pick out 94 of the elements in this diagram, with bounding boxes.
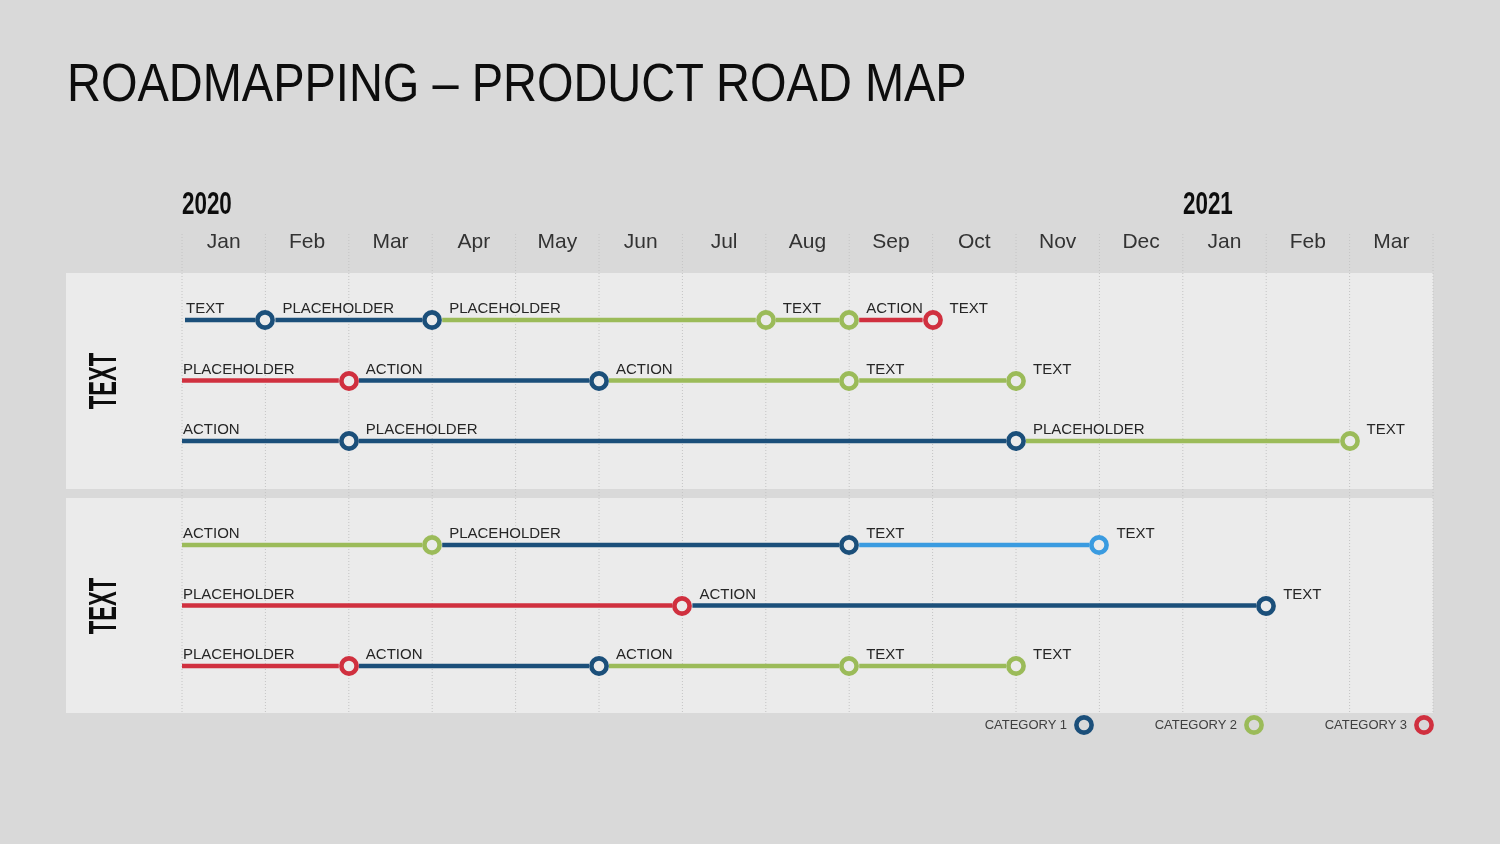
milestone-marker	[1256, 595, 1277, 616]
legend-label: CATEGORY 3	[1324, 717, 1407, 732]
milestone-label: TEXT	[1033, 645, 1072, 662]
band-heading: TEXT	[86, 352, 120, 410]
segment-label: PLACEHOLDER	[183, 584, 295, 602]
milestone-label: PLACEHOLDER	[365, 420, 478, 437]
milestone-marker	[589, 656, 609, 676]
timeline-segment	[358, 438, 1006, 444]
month-label: Nov	[1039, 229, 1077, 253]
month-label: Feb	[1289, 229, 1326, 253]
timeline-segment	[442, 542, 840, 548]
month-label: Jan	[1207, 229, 1242, 253]
milestone-label: PLACEHOLDER	[1033, 420, 1145, 437]
milestone-marker	[1006, 656, 1026, 676]
timeline-segment	[182, 603, 673, 608]
month-label: Mar	[372, 229, 409, 253]
legend-label: CATEGORY 2	[1154, 717, 1237, 732]
milestone-label: TEXT	[866, 645, 905, 662]
milestone-marker	[589, 370, 609, 391]
month-label: Apr	[457, 229, 491, 253]
timeline-segment	[859, 542, 1090, 548]
milestone-label: ACTION	[365, 359, 423, 377]
timeline-segment	[859, 317, 923, 323]
timeline-segment	[185, 317, 256, 323]
month-label: Sep	[872, 229, 910, 253]
milestone-marker	[839, 370, 860, 391]
milestone-label: ACTION	[616, 645, 673, 662]
milestone-marker	[1006, 370, 1026, 391]
month-label: Jan	[206, 229, 241, 253]
milestone-marker	[755, 310, 776, 330]
milestone-marker	[839, 656, 860, 676]
timeline-segment	[182, 542, 423, 548]
milestone-label: TEXT	[949, 299, 988, 316]
milestone-marker	[1089, 535, 1110, 555]
year-label: 2021	[1182, 187, 1233, 219]
timeline-segment	[859, 663, 1006, 669]
milestone-marker	[338, 656, 359, 676]
milestone-marker	[422, 310, 443, 330]
milestone-label: TEXT	[866, 524, 905, 541]
timeline-segment	[358, 378, 589, 383]
year-label: 2020	[182, 187, 232, 219]
milestone-marker	[672, 595, 693, 616]
timeline-segment	[182, 438, 339, 444]
milestone-marker	[338, 431, 359, 451]
band-heading: TEXT	[86, 577, 120, 634]
milestone-marker	[1006, 431, 1026, 451]
timeline-segment	[609, 663, 840, 669]
milestone-marker	[1339, 431, 1360, 451]
timeline-segment	[182, 378, 339, 383]
month-label: Oct	[957, 229, 991, 253]
milestone-marker	[839, 310, 860, 330]
segment-label: PLACEHOLDER	[183, 645, 295, 662]
slide-title: ROADMAPPING – PRODUCT ROAD MAP	[67, 52, 967, 112]
month-label: Feb	[289, 229, 326, 253]
milestone-label: TEXT	[866, 359, 905, 377]
milestone-marker	[338, 370, 359, 391]
timeline-segment	[1026, 438, 1340, 444]
segment-label: TEXT	[186, 299, 225, 316]
timeline-segment	[609, 378, 840, 383]
month-label: Dec	[1122, 229, 1160, 253]
milestone-label: TEXT	[1283, 584, 1322, 602]
milestone-label: ACTION	[699, 584, 757, 602]
milestone-label: PLACEHOLDER	[282, 299, 395, 316]
milestone-label: TEXT	[1033, 359, 1072, 377]
timeline-segment	[358, 663, 589, 669]
timeline-segment	[859, 378, 1006, 383]
milestone-label: ACTION	[616, 359, 673, 377]
milestone-marker	[839, 535, 860, 555]
timeline-segment	[775, 317, 840, 323]
milestone-marker	[255, 310, 276, 330]
segment-label: PLACEHOLDER	[183, 359, 295, 377]
month-label: Jul	[710, 229, 738, 253]
legend-label: CATEGORY 1	[984, 717, 1067, 732]
milestone-label: ACTION	[365, 645, 423, 662]
milestone-label: TEXT	[1116, 524, 1155, 541]
segment-label: ACTION	[183, 420, 240, 437]
segment-label: ACTION	[183, 524, 240, 541]
milestone-label: PLACEHOLDER	[449, 524, 561, 541]
milestone-marker	[422, 535, 443, 555]
month-label: May	[537, 229, 578, 253]
month-label: Jun	[623, 229, 658, 253]
month-label: Mar	[1373, 229, 1410, 253]
milestone-label: TEXT	[1366, 420, 1405, 437]
milestone-label: PLACEHOLDER	[449, 299, 561, 316]
timeline-segment	[182, 663, 339, 669]
timeline-segment	[692, 603, 1257, 608]
milestone-label: ACTION	[866, 299, 923, 316]
milestone-marker	[922, 310, 943, 330]
timeline-segment	[442, 317, 756, 323]
milestone-label: TEXT	[782, 299, 822, 316]
swimlane-band	[66, 498, 1433, 713]
swimlane-band	[66, 273, 1433, 489]
month-label: Aug	[788, 229, 827, 253]
timeline-segment	[275, 317, 423, 323]
